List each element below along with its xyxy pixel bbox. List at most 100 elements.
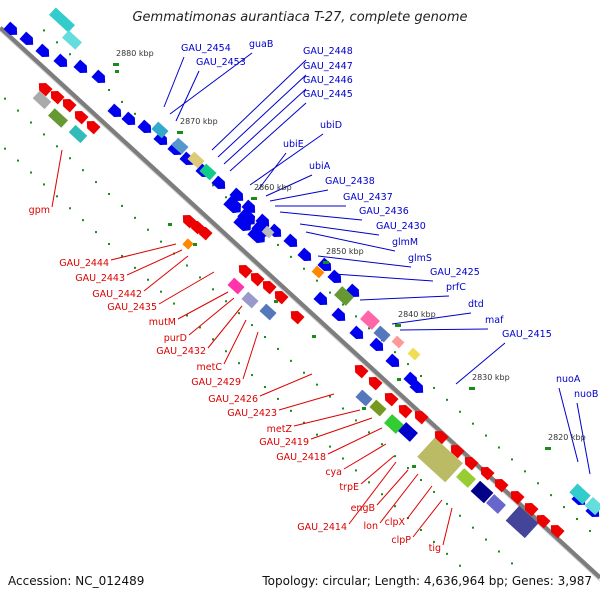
gc-dot [472, 422, 474, 425]
forward-gene [3, 21, 18, 36]
forward-gene-shape [3, 21, 18, 36]
gene-block [241, 291, 259, 309]
gc-dot [312, 335, 316, 338]
forward-gene-label: nuoB [574, 389, 598, 400]
gc-dot [4, 97, 6, 100]
reverse-gene-shape [384, 392, 399, 407]
gc-dot [121, 254, 123, 257]
reverse-gene-shape [464, 456, 479, 471]
gene-block-shape [373, 325, 391, 343]
forward-gene-shape [247, 225, 266, 244]
gene-block-shape [369, 399, 387, 417]
gene-block-shape [171, 137, 189, 155]
kbp-tick-mark [251, 197, 257, 200]
forward-leader-line [265, 174, 313, 197]
forward-gene [35, 43, 50, 58]
reverse-gene-label: GAU_2423 [227, 408, 277, 419]
forward-gene-label: GAU_2430 [376, 221, 426, 232]
gc-dot [43, 133, 45, 136]
gc-dot [277, 397, 279, 400]
gene-block [334, 286, 354, 306]
forward-gene-label: GAU_2445 [303, 89, 353, 100]
gc-dot [433, 490, 435, 493]
forward-gene-shape [409, 379, 424, 394]
reverse-leader-line [207, 305, 243, 349]
gc-dot [121, 204, 123, 207]
gc-dot [329, 395, 331, 398]
reverse-leader-line [110, 243, 177, 261]
gc-dot [303, 421, 305, 424]
gc-dot [212, 288, 214, 291]
reverse-gene-shape [354, 364, 369, 379]
reverse-gene-shape [398, 404, 413, 419]
forward-gene [179, 151, 194, 166]
forward-leader-line [576, 402, 591, 475]
gc-dot [446, 398, 448, 401]
gc-dot [498, 550, 500, 553]
forward-gene-shape [137, 119, 152, 134]
forward-gene [409, 379, 424, 394]
gene-block-shape [360, 310, 380, 330]
forward-gene-shape [385, 353, 400, 368]
reverse-leader-line [379, 473, 419, 524]
gene-block [355, 389, 373, 407]
forward-gene-label: GAU_2438 [325, 176, 375, 187]
reverse-gene-label: GAU_2418 [276, 452, 326, 463]
gc-dot [238, 312, 240, 315]
gc-dot [277, 243, 279, 246]
reverse-gene-label: GAU_2414 [297, 522, 347, 533]
gc-dot [69, 157, 71, 160]
forward-gene-label: ubiE [283, 139, 304, 150]
gc-dot [550, 494, 552, 497]
forward-gene-shape [313, 291, 328, 306]
reverse-gene-label: tig [429, 543, 441, 554]
gc-dot [173, 302, 175, 305]
reverse-gene-shape [414, 410, 429, 425]
forward-gene-shape [107, 103, 122, 118]
reverse-gene-shape [198, 226, 213, 241]
gc-dot [576, 518, 578, 520]
forward-gene-shape [73, 59, 88, 74]
gene-block [470, 480, 494, 504]
forward-gene [313, 291, 328, 306]
map-title: Gemmatimonas aurantiaca T-27, complete g… [132, 10, 468, 25]
reverse-leader-line [143, 255, 189, 292]
gc-dot [537, 482, 539, 485]
reverse-leader-line [242, 331, 259, 380]
reverse-gene [182, 214, 197, 229]
gene-block [187, 151, 205, 169]
gc-dot [56, 145, 58, 148]
forward-leader-line [217, 74, 307, 158]
forward-gene [369, 337, 384, 352]
gc-dot [316, 279, 318, 282]
reverse-gene [464, 456, 479, 471]
gene-block [61, 30, 83, 50]
forward-gene [349, 325, 364, 340]
forward-gene-shape [327, 269, 342, 284]
forward-leader-line [399, 328, 489, 331]
forward-gene [233, 213, 252, 232]
forward-gene [327, 269, 342, 284]
forward-leader-line [249, 133, 324, 186]
gc-dot [303, 371, 305, 374]
kbp-tick-label: 2820 kbp [548, 433, 586, 442]
gc-dot [446, 502, 448, 505]
reverse-leader-line [188, 297, 235, 336]
reverse-gene [262, 280, 277, 295]
gc-dot [485, 434, 487, 437]
forward-gene-label: ubiA [309, 161, 331, 172]
gc-dot [264, 386, 266, 388]
reverse-gene [238, 264, 253, 279]
forward-gene-label: guaB [249, 39, 273, 50]
gc-dot [264, 336, 266, 338]
gene-block-shape [417, 437, 463, 483]
gc-dot [511, 458, 513, 461]
forward-leader-line [211, 59, 307, 151]
forward-gene [137, 119, 152, 134]
gene-block [261, 225, 275, 239]
kbp-tick-label: 2860 kbp [254, 183, 292, 192]
reverse-gene-shape [536, 514, 551, 529]
reverse-leader-line [177, 291, 229, 320]
gc-dot [355, 469, 357, 472]
reverse-gene [414, 410, 429, 425]
